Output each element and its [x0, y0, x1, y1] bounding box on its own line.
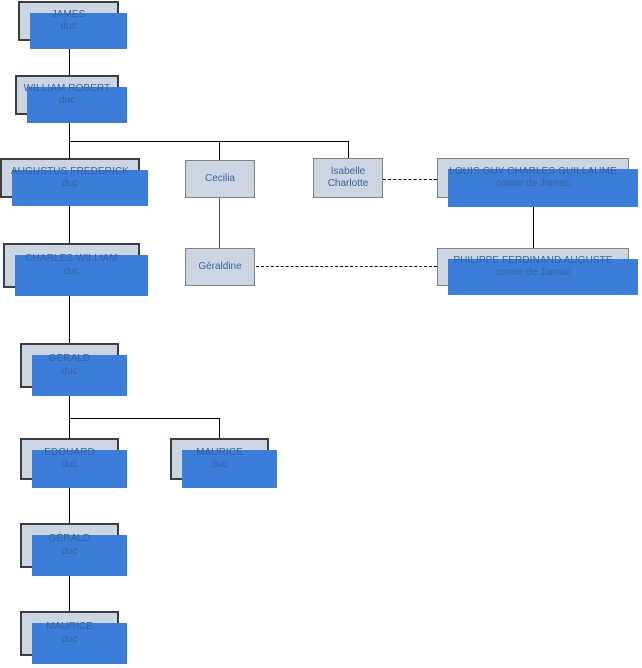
- connector-bar-augustus: [69, 141, 70, 158]
- node-gerald[interactable]: GERALD duc: [20, 343, 127, 396]
- node-cecilia-name: Cecilia: [204, 172, 235, 184]
- node-gerald-accented-name: GÉRALD: [48, 533, 91, 545]
- node-maurice-lower-title: duc: [61, 633, 78, 645]
- node-james[interactable]: JAMES duc: [18, 1, 127, 49]
- node-maurice-upper-title: duc: [211, 459, 228, 470]
- node-gerald-accented-title: duc: [61, 545, 78, 557]
- node-philippe-name: PHILIPPE FERDINAND AUGUSTE: [453, 254, 613, 266]
- node-isabelle-charlotte-name: Isabelle: [330, 165, 366, 177]
- node-gerald-title: duc: [61, 365, 78, 377]
- node-charles-william[interactable]: CHARLES WILLIAM duc: [3, 243, 148, 296]
- node-william-robert[interactable]: WILLIAM ROBERT duc: [15, 75, 127, 123]
- node-cecilia[interactable]: Cecilia: [185, 160, 255, 198]
- connector-william-down: [69, 115, 70, 141]
- node-augustus-frederick[interactable]: AUGUSTUS FREDERICK duc: [0, 158, 148, 206]
- node-william-robert-title: duc: [58, 95, 76, 106]
- sibling-bar-generation-6: [69, 418, 220, 419]
- node-gerald-accented[interactable]: GÉRALD duc: [20, 523, 127, 576]
- node-edouard-name: EDOUARD: [44, 446, 95, 458]
- node-geraldine-name: Géraldine: [198, 260, 242, 272]
- node-louis-guy-charles-guillaume[interactable]: LOUIS GUY CHARLES GUILLAUME comte de Jar…: [437, 158, 638, 207]
- node-maurice-upper-name: MAURICE: [196, 446, 243, 458]
- node-isabelle-charlotte[interactable]: Isabelle Charlotte: [313, 158, 383, 198]
- node-philippe-ferdinand-auguste[interactable]: PHILIPPE FERDINAND AUGUSTE comte de Jarn…: [437, 248, 638, 295]
- node-gerald-name: GERALD: [48, 353, 91, 365]
- node-maurice-lower[interactable]: MAURICE duc: [20, 611, 127, 664]
- node-augustus-frederick-title: duc: [61, 178, 79, 189]
- node-louis-title: comte de Jarnac: [496, 178, 570, 189]
- marriage-link-geraldine-philippe: [256, 266, 437, 267]
- node-edouard-title: duc: [61, 459, 78, 470]
- node-edouard[interactable]: EDOUARD duc: [20, 438, 127, 488]
- node-william-robert-name: WILLIAM ROBERT: [23, 82, 111, 94]
- node-james-name: JAMES: [51, 8, 86, 20]
- node-louis-name: LOUIS GUY CHARLES GUILLAUME: [449, 165, 617, 177]
- node-maurice-upper[interactable]: MAURICE duc: [170, 438, 277, 488]
- connector-bar-isabelle: [348, 141, 349, 158]
- node-maurice-lower-name: MAURICE: [46, 621, 93, 633]
- node-charles-william-name: CHARLES WILLIAM: [25, 253, 118, 265]
- connector-cecilia-geraldine: [219, 198, 220, 248]
- node-geraldine[interactable]: Géraldine: [185, 248, 255, 286]
- connector-gerald-down: [69, 388, 70, 418]
- connector-edouard-gerald2: [69, 480, 70, 523]
- connector-james-william: [69, 41, 70, 75]
- connector-gerald2-maurice2: [69, 568, 70, 611]
- connector-charles-gerald: [69, 288, 70, 343]
- connector-bar-edouard: [69, 418, 70, 438]
- node-isabelle-charlotte-title: Charlotte: [327, 178, 369, 189]
- node-augustus-frederick-name: AUGUSTUS FREDERICK: [11, 165, 129, 177]
- sibling-bar-generation-3: [69, 141, 349, 142]
- connector-bar-maurice: [219, 418, 220, 438]
- node-philippe-title: comte de Jarnac: [496, 267, 570, 278]
- node-charles-william-title: duc: [63, 265, 80, 277]
- node-james-title: duc: [60, 21, 77, 32]
- marriage-link-isabelle-louis: [383, 179, 437, 180]
- connector-bar-cecilia: [219, 141, 220, 160]
- connector-louis-philippe: [533, 198, 534, 248]
- connector-augustus-charles: [69, 198, 70, 243]
